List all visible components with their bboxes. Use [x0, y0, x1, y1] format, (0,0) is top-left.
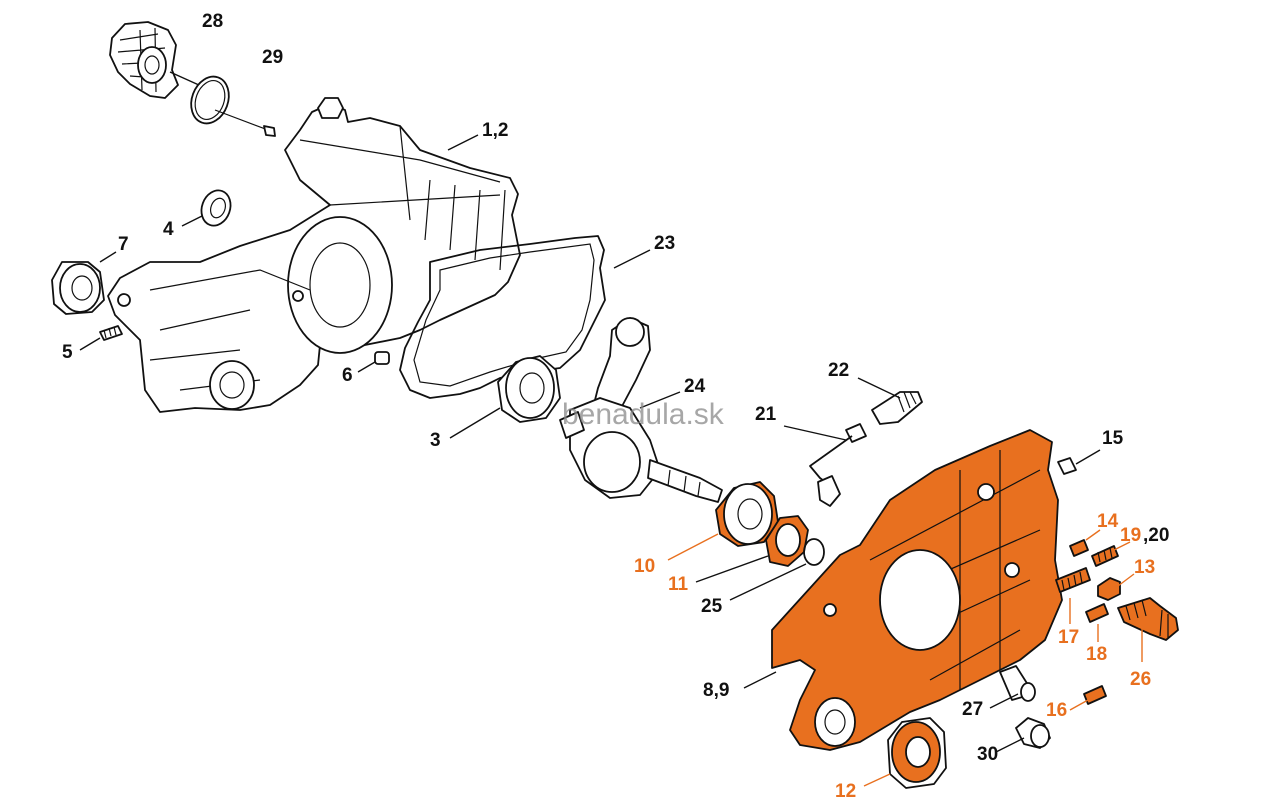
- part-26-adjuster: [1117, 597, 1179, 662]
- callout-19: 19: [1120, 525, 1141, 546]
- part-5-stud: [79, 325, 123, 351]
- part-30-buffer: [995, 717, 1051, 753]
- callout-12: 12: [835, 781, 856, 802]
- callout-24: 24: [684, 376, 706, 397]
- part-29-o-ring: [190, 75, 276, 137]
- callout-20: ,20: [1143, 525, 1169, 546]
- part-24-crankshaft: [559, 317, 723, 503]
- callout-labels: 28 29 1,2 4 7 23 5 6 24 22 3 21 15 14 19…: [62, 11, 1169, 802]
- part-4-seal: [181, 189, 232, 227]
- part-27-screw: [989, 665, 1036, 709]
- part-10-bearing: [667, 481, 779, 561]
- callout-6: 6: [342, 365, 353, 386]
- part-3-bearing: [449, 355, 561, 439]
- part-6-dowel: [357, 351, 390, 373]
- part-13-nut: [1097, 573, 1135, 601]
- callout-14: 14: [1097, 511, 1119, 532]
- callout-30: 30: [977, 744, 998, 765]
- callout-15: 15: [1102, 428, 1124, 449]
- part-16-screw: [1069, 685, 1107, 711]
- callout-28: 28: [202, 11, 223, 32]
- callout-10: 10: [634, 556, 655, 577]
- part-7-bush: [51, 251, 117, 315]
- callout-16: 16: [1046, 700, 1067, 721]
- watermark-text: benadula.sk: [562, 398, 725, 431]
- callout-4: 4: [163, 219, 174, 240]
- callout-23: 23: [654, 233, 675, 254]
- part-17-spring: [1055, 567, 1091, 624]
- part-1-2-crankcase-left: [107, 97, 521, 413]
- part-28-oil-pump: [109, 21, 211, 99]
- part-25-circlip: [729, 538, 825, 601]
- part-19-spring: [1091, 541, 1131, 567]
- callout-13: 13: [1134, 557, 1155, 578]
- callout-18: 18: [1086, 644, 1107, 665]
- callout-11: 11: [668, 574, 689, 595]
- callout-3: 3: [430, 430, 441, 451]
- callout-7: 7: [118, 234, 129, 255]
- callout-25: 25: [701, 596, 723, 617]
- callout-27: 27: [962, 699, 983, 720]
- part-12-bush: [863, 717, 947, 789]
- part-8-9-crankcase-right: [743, 429, 1063, 751]
- part-15-screw: [1057, 449, 1101, 475]
- part-22-screw: [857, 377, 923, 425]
- callout-8-9: 8,9: [703, 680, 729, 701]
- callout-21: 21: [755, 404, 777, 425]
- callout-26: 26: [1130, 669, 1151, 690]
- callout-5: 5: [62, 342, 73, 363]
- part-18-pin: [1085, 603, 1109, 642]
- callout-29: 29: [262, 47, 283, 68]
- callout-22: 22: [828, 360, 849, 381]
- part-21-lever: [783, 423, 867, 507]
- callout-17: 17: [1058, 627, 1079, 648]
- callout-1-2: 1,2: [482, 120, 508, 141]
- part-11-seal: [695, 515, 809, 583]
- part-14-pin: [1069, 529, 1101, 557]
